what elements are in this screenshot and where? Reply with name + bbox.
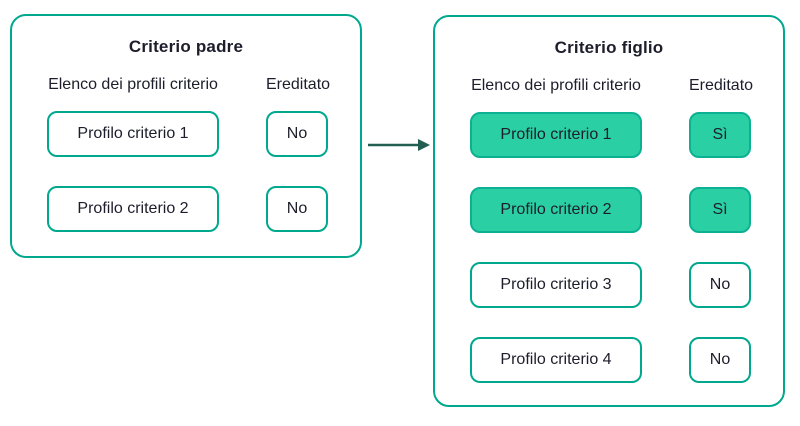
parent-rows: Profilo criterio 1 No Profilo criterio 2… <box>12 111 328 232</box>
child-header-row: Elenco dei profili criterio Ereditato <box>435 77 754 95</box>
parent-box-title: Criterio padre <box>128 37 244 56</box>
profile-pill: Profilo criterio 4 <box>470 337 642 383</box>
table-row: Profilo criterio 2 Sì <box>435 187 751 233</box>
child-column-header-inherited: Ereditato <box>689 77 754 94</box>
inherited-pill: No <box>266 111 328 157</box>
parent-column-header-inherited: Ereditato <box>266 76 331 93</box>
profile-pill: Profilo criterio 1 <box>47 111 219 157</box>
profile-pill: Profilo criterio 3 <box>470 262 642 308</box>
child-column-header-profiles: Elenco dei profili criterio <box>471 77 641 94</box>
inheritance-arrow-icon <box>368 139 430 151</box>
inherited-pill: No <box>266 186 328 232</box>
inherited-pill: No <box>689 337 751 383</box>
child-rows: Profilo criterio 1 Sì Profilo criterio 2… <box>435 112 751 383</box>
child-criterion-box: Criterio figlio Elenco dei profili crite… <box>433 15 785 407</box>
profile-pill: Profilo criterio 1 <box>470 112 642 158</box>
profile-pill: Profilo criterio 2 <box>470 187 642 233</box>
parent-criterion-box: Criterio padre Elenco dei profili criter… <box>10 14 362 258</box>
parent-column-header-profiles: Elenco dei profili criterio <box>48 76 218 93</box>
table-row: Profilo criterio 1 No <box>12 111 328 157</box>
parent-header-row: Elenco dei profili criterio Ereditato <box>12 76 331 94</box>
child-box-title: Criterio figlio <box>554 38 664 57</box>
inherited-pill: Sì <box>689 112 751 158</box>
table-row: Profilo criterio 2 No <box>12 186 328 232</box>
table-row: Profilo criterio 4 No <box>435 337 751 383</box>
inherited-pill: Sì <box>689 187 751 233</box>
profile-pill: Profilo criterio 2 <box>47 186 219 232</box>
inherited-pill: No <box>689 262 751 308</box>
table-row: Profilo criterio 1 Sì <box>435 112 751 158</box>
table-row: Profilo criterio 3 No <box>435 262 751 308</box>
